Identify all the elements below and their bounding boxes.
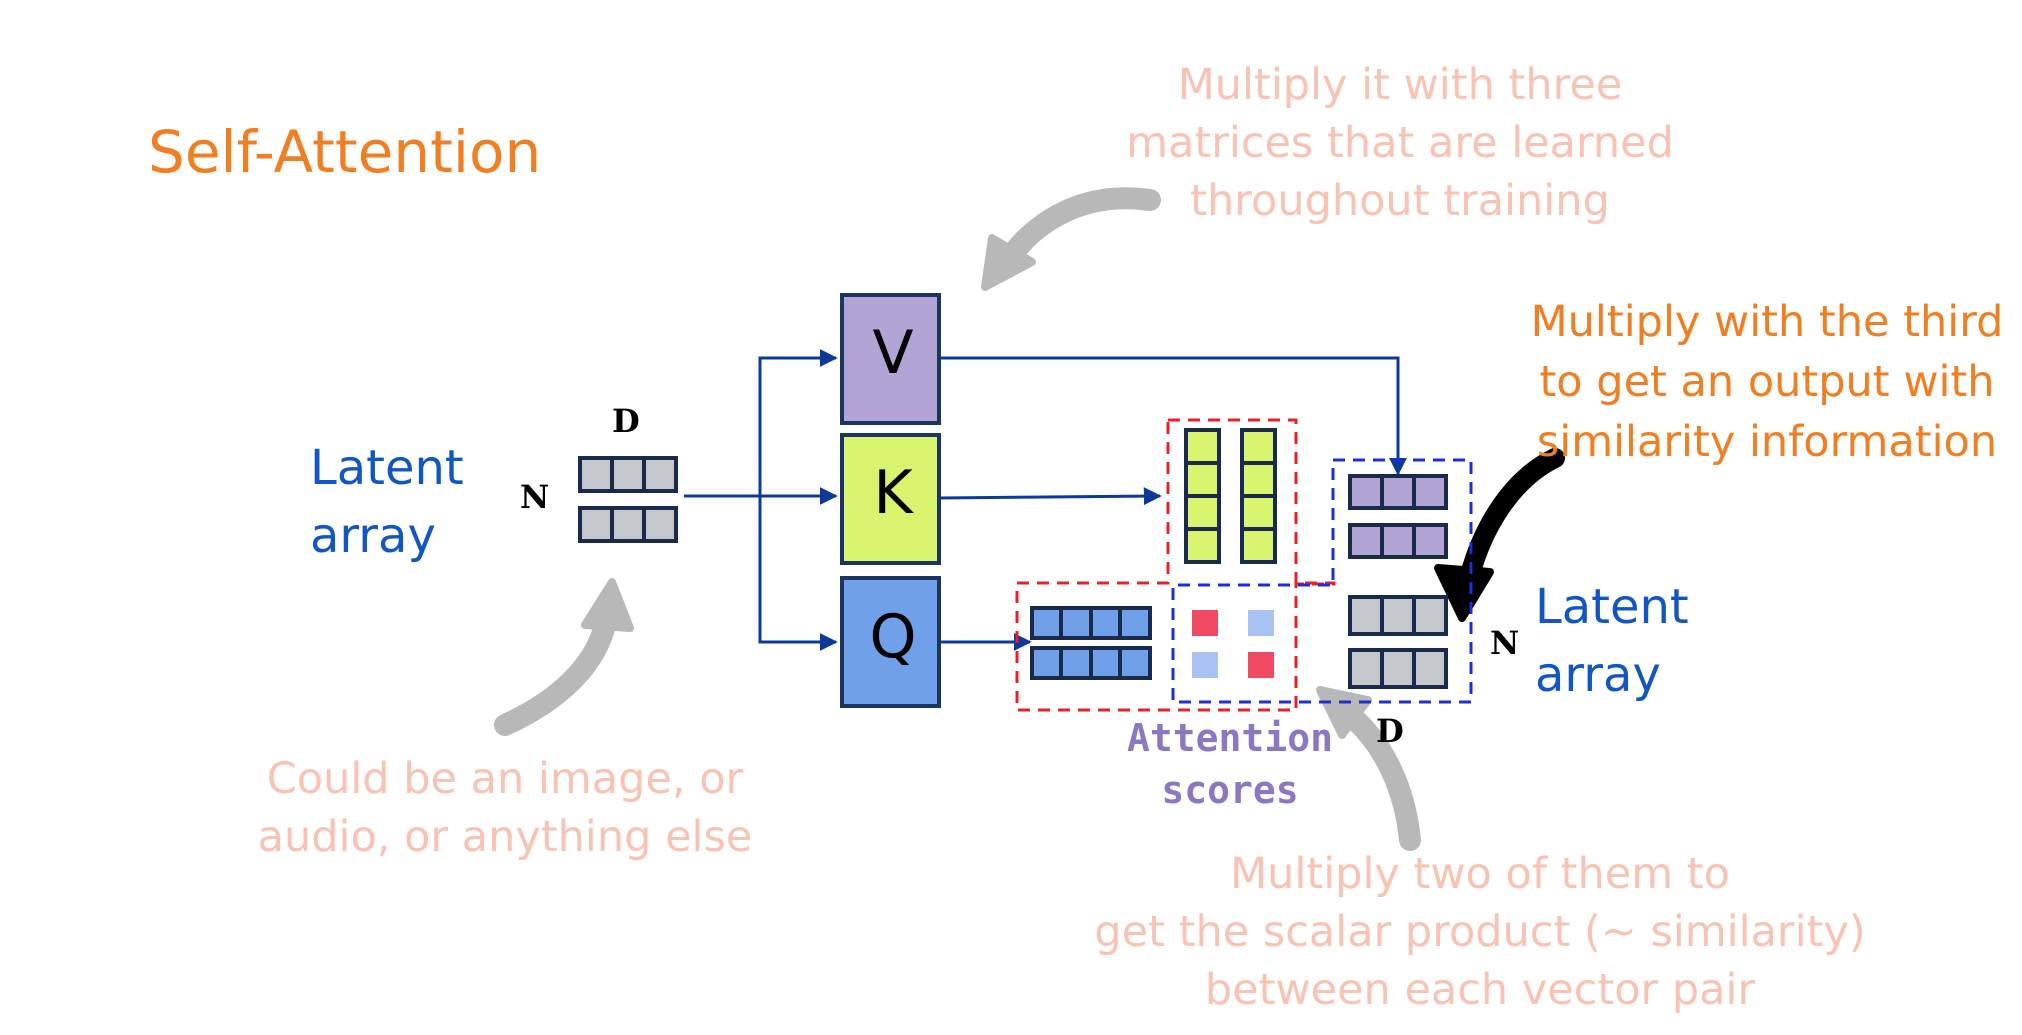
q-label: Q bbox=[869, 602, 917, 672]
score-cell bbox=[1192, 610, 1218, 636]
latent-array-output bbox=[1348, 595, 1448, 689]
attention-scores-label: Attention scores bbox=[1127, 716, 1333, 812]
v-box bbox=[840, 293, 941, 425]
callout-arrow-matrices bbox=[981, 187, 1161, 291]
callout-arrow-scalar bbox=[1316, 686, 1421, 851]
latent-array-input-label: Latent array bbox=[310, 440, 464, 564]
callout-arrow-input bbox=[494, 578, 634, 736]
queries-matrix bbox=[1030, 606, 1152, 680]
arrow-to-v bbox=[758, 349, 838, 496]
flow-arrows bbox=[684, 349, 1407, 651]
keys-matrix bbox=[1184, 428, 1277, 564]
note-input-type: Could be an image, or audio, or anything… bbox=[257, 754, 753, 862]
arrow-to-q bbox=[758, 496, 838, 651]
callout-arrow-third bbox=[1434, 448, 1565, 622]
k-box bbox=[840, 433, 941, 565]
k-label: K bbox=[873, 458, 913, 528]
note-learned-matrices: Multiply it with three matrices that are… bbox=[1126, 60, 1674, 226]
dim-d-input: D bbox=[612, 402, 640, 440]
score-cell bbox=[1248, 652, 1274, 678]
note-scalar-product: Multiply two of them to get the scalar p… bbox=[1094, 849, 1866, 1015]
attention-score-cells bbox=[1192, 610, 1274, 678]
dim-n-output: N bbox=[1490, 624, 1520, 662]
values-matrix bbox=[1348, 474, 1448, 559]
dim-n-input: N bbox=[520, 478, 550, 516]
score-cell bbox=[1192, 652, 1218, 678]
score-cell bbox=[1248, 610, 1274, 636]
dim-d-output: D bbox=[1376, 712, 1404, 750]
latent-array-input bbox=[578, 456, 678, 543]
note-multiply-third: Multiply with the third to get an output… bbox=[1530, 297, 2004, 467]
red-dashed-group bbox=[1015, 418, 1336, 712]
v-label: V bbox=[872, 318, 914, 388]
arrow-k-to-keys bbox=[938, 487, 1162, 506]
q-box bbox=[840, 576, 941, 708]
page-title: Self-Attention bbox=[148, 118, 542, 186]
arrow-v-to-output bbox=[939, 356, 1407, 476]
latent-array-output-label: Latent array bbox=[1535, 579, 1689, 703]
